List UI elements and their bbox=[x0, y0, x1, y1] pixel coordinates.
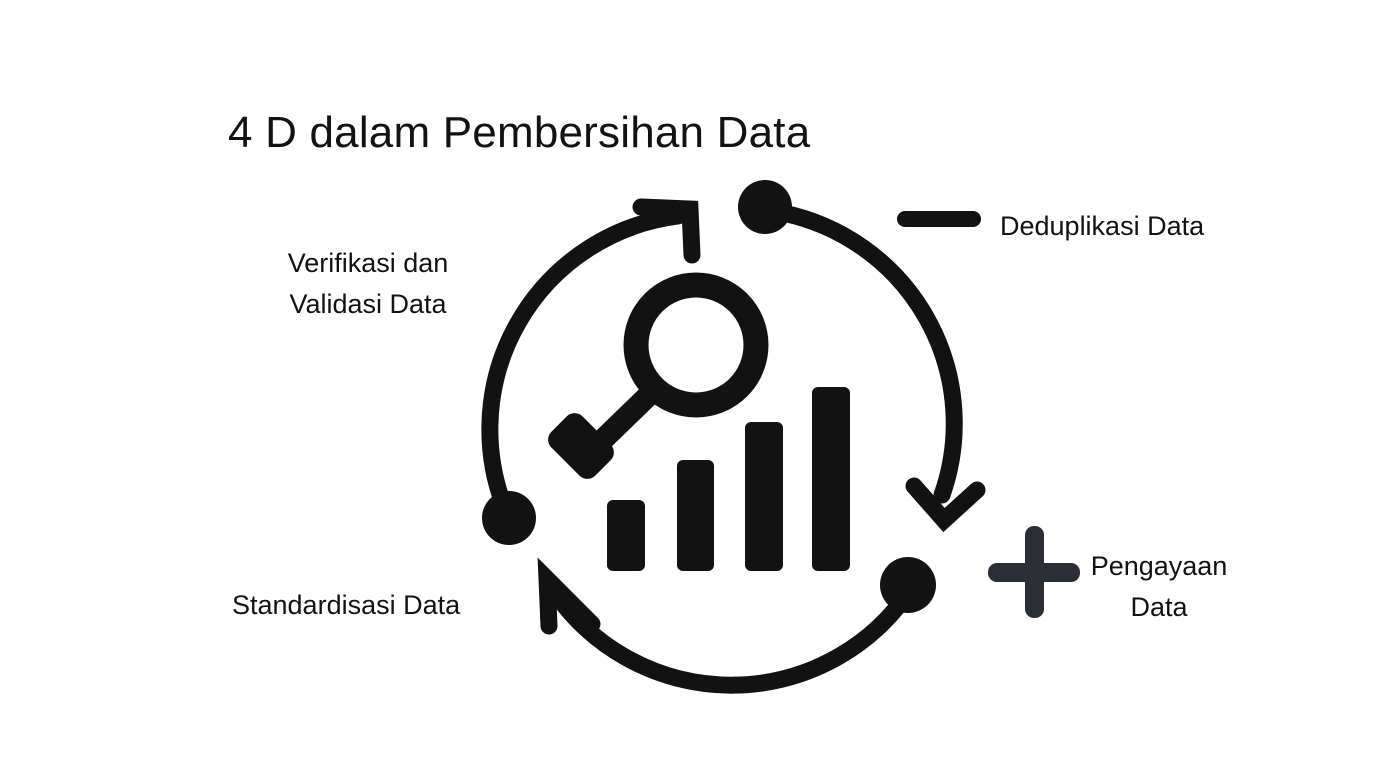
chart-bar-2 bbox=[677, 460, 714, 571]
chart-bar-1 bbox=[607, 500, 645, 571]
bar-chart-icon bbox=[607, 387, 850, 571]
arrow-up-right-icon bbox=[632, 198, 701, 264]
label-pengayaan-line1: Pengayaan bbox=[1090, 551, 1228, 581]
arc-standardization bbox=[546, 581, 919, 694]
chart-bar-3 bbox=[745, 422, 783, 571]
page-title: 4 D dalam Pembersihan Data bbox=[228, 108, 811, 157]
magnifying-glass-icon bbox=[548, 272, 769, 479]
label-pengayaan-data: Pengayaan Data bbox=[1078, 546, 1240, 628]
minus-icon bbox=[897, 211, 981, 227]
plus-icon bbox=[988, 526, 1080, 618]
node-dot-left bbox=[482, 491, 536, 545]
chart-bar-4 bbox=[812, 387, 850, 571]
label-deduplikasi-data: Deduplikasi Data bbox=[1000, 211, 1205, 241]
label-verifikasi-line1: Verifikasi dan bbox=[287, 248, 449, 278]
plus-icon-vertical-bar bbox=[1025, 526, 1044, 618]
arc-deduplication bbox=[774, 204, 963, 504]
node-dot-top bbox=[738, 180, 792, 234]
arc-verification bbox=[481, 207, 687, 527]
cycle-diagram bbox=[481, 180, 986, 694]
node-dot-bottom-right bbox=[880, 557, 936, 613]
label-verifikasi-validasi-data: Verifikasi dan Validasi Data bbox=[268, 243, 468, 325]
arrow-up-left-icon bbox=[537, 557, 601, 635]
label-standardisasi-data: Standardisasi Data bbox=[232, 590, 461, 620]
label-pengayaan-line2: Data bbox=[1130, 592, 1188, 623]
label-verifikasi-line2: Validasi Data bbox=[289, 289, 447, 320]
arrow-down-icon bbox=[905, 477, 986, 533]
